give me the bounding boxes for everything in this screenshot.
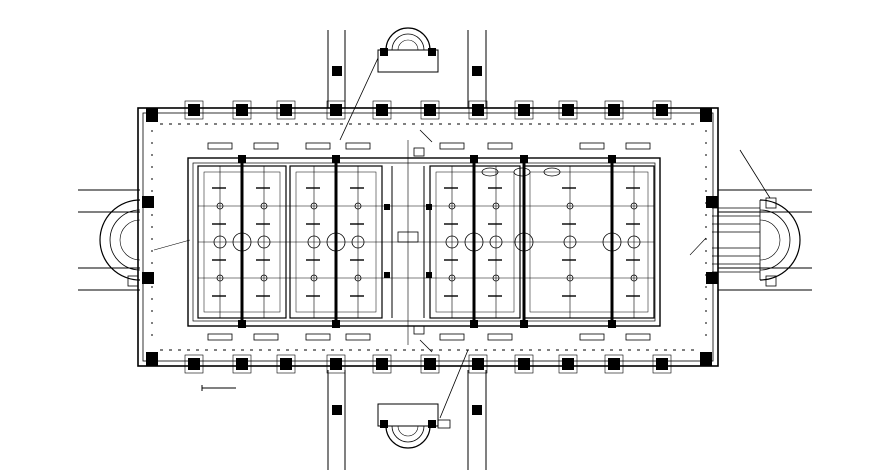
central-corridor <box>391 140 425 345</box>
bottom-entry-porch <box>332 349 482 449</box>
column-posts <box>238 155 616 328</box>
panel-tags <box>207 142 651 341</box>
left-entry-porch <box>99 196 191 287</box>
piers-bottom <box>146 352 712 374</box>
light-fixtures <box>213 167 641 282</box>
piers-top <box>146 100 712 122</box>
column-lines <box>240 160 614 325</box>
scale-bar <box>201 385 236 391</box>
wiring-symbols <box>212 187 640 297</box>
center-feature <box>397 129 433 353</box>
top-entry-porch <box>332 27 482 141</box>
bay-wiring <box>198 166 654 318</box>
right-entry-porch <box>689 149 801 287</box>
